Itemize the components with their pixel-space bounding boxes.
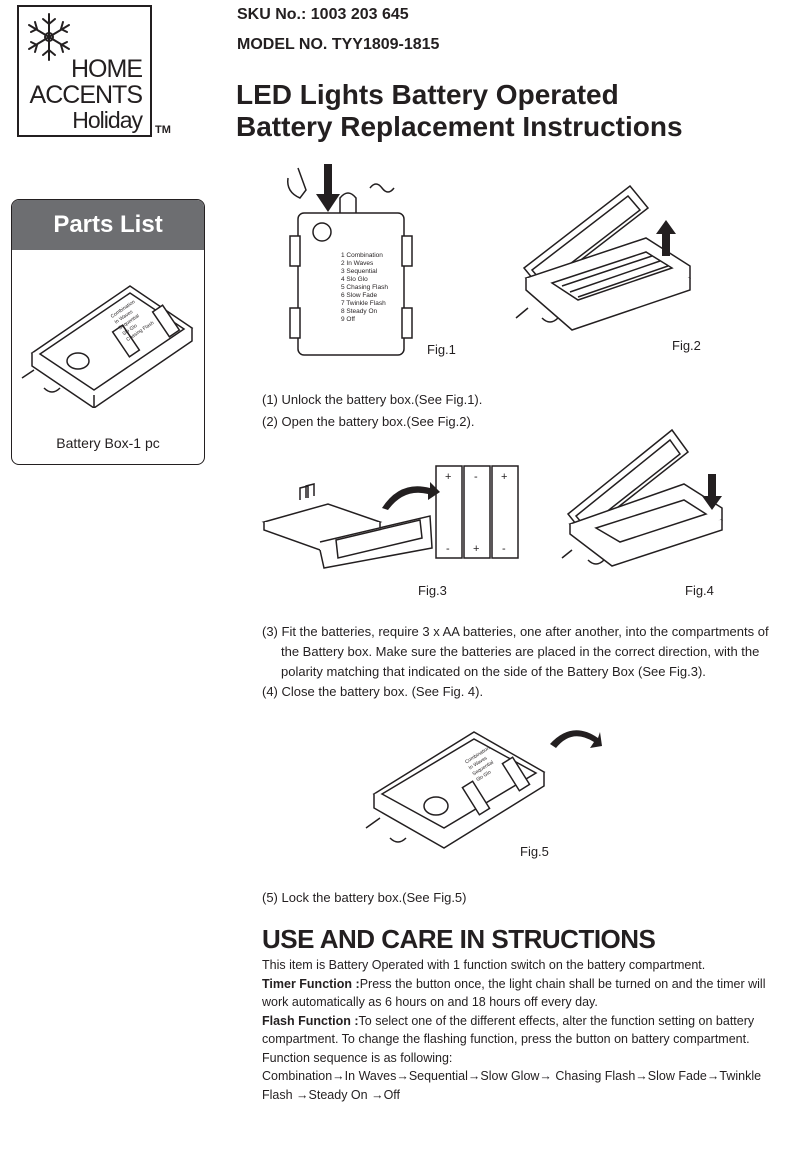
function-sequence: Combination→In Waves→Sequential→Slow Glo… (262, 1069, 762, 1102)
battery-label-line: 8 Steady On (341, 308, 378, 315)
flash-function-label: Flash Function : (262, 1013, 359, 1028)
step-3-line1: (3) Fit the batteries, require 3 x AA ba… (262, 624, 769, 639)
svg-text:+: + (473, 543, 479, 555)
parts-list-title: Parts List (12, 200, 204, 250)
arrow-down-icon (316, 164, 340, 212)
fig5-caption: Fig.5 (520, 844, 549, 859)
svg-text:+: + (501, 471, 507, 483)
flash-function-paragraph: Flash Function :To select one of the dif… (262, 1012, 792, 1049)
page-title-line2: Battery Replacement Instructions (236, 111, 683, 142)
curved-arrow-icon (550, 730, 602, 748)
fig3-caption: Fig.3 (418, 583, 447, 598)
battery-label-line: 7 Twinkle Flash (341, 300, 386, 307)
care-intro: This item is Battery Operated with 1 fun… (262, 958, 706, 972)
arrow-up-icon (656, 220, 676, 256)
timer-function-paragraph: Timer Function :Press the button once, t… (262, 975, 792, 1012)
fig1-caption: Fig.1 (427, 342, 456, 357)
parts-list-caption: Battery Box-1 pc (56, 435, 160, 451)
step-1: (1) Unlock the battery box.(See Fig.1). (262, 392, 483, 407)
arrow-down-icon (702, 474, 722, 510)
logo-line-home: HOME (71, 55, 143, 83)
flash-function-text: To select one of the different effects, … (262, 1013, 755, 1047)
battery-label-line: 5 Chasing Flash (341, 284, 388, 291)
battery-label-line: 6 Slow Fade (341, 292, 378, 299)
step-3-line3: polarity matching that indicated on the … (281, 664, 706, 679)
battery-label-line: 3 Sequential (341, 268, 378, 275)
fig2-caption: Fig.2 (672, 338, 701, 353)
timer-function-label: Timer Function : (262, 976, 360, 991)
battery-label-line: 1 Combination (341, 252, 383, 259)
curved-arrow-icon (382, 482, 440, 510)
sequence-intro: Function sequence is as following: (262, 1050, 453, 1065)
step-3-line2: the Battery box. Make sure the batteries… (281, 644, 760, 659)
svg-text:-: - (446, 543, 450, 555)
svg-text:-: - (474, 471, 478, 483)
step-5: (5) Lock the battery box.(See Fig.5) (262, 890, 467, 905)
logo-line-accents: ACCENTS (29, 81, 143, 109)
model-number: MODEL NO. TYY1809-1815 (237, 36, 440, 53)
figure-2-open-box (515, 184, 691, 331)
logo-line-holiday: Holiday (72, 107, 143, 133)
page-title-line1: LED Lights Battery Operated (236, 79, 619, 110)
snowflake-icon (28, 13, 70, 61)
figure-4-close-box (561, 428, 723, 567)
battery-label-line: 9 Off (341, 316, 355, 323)
sku-number: SKU No.: 1003 203 645 (237, 6, 409, 23)
figure-3-insert-batteries: + - + - + - (261, 465, 519, 569)
fig4-caption: Fig.4 (685, 583, 714, 598)
brand-logo: HOME ACCENTS Holiday (17, 5, 152, 137)
step-4: (4) Close the battery box. (See Fig. 4). (262, 684, 484, 699)
svg-text:+: + (445, 471, 451, 483)
figure-1-battery-box-front: 1 Combination 2 In Waves 3 Sequential 4 … (287, 164, 413, 356)
timer-function-text: Press the button once, the light chain s… (262, 976, 766, 1010)
use-and-care-body: This item is Battery Operated with 1 fun… (262, 956, 792, 1104)
battery-label-line: 4 Slo Glo (341, 276, 368, 283)
step-2: (2) Open the battery box.(See Fig.2). (262, 414, 475, 429)
use-and-care-title: USE AND CARE IN STRUCTIONS (262, 924, 656, 954)
battery-label-line: 2 In Waves (341, 260, 374, 267)
trademark-mark: TM (155, 124, 171, 136)
svg-text:-: - (502, 543, 506, 555)
